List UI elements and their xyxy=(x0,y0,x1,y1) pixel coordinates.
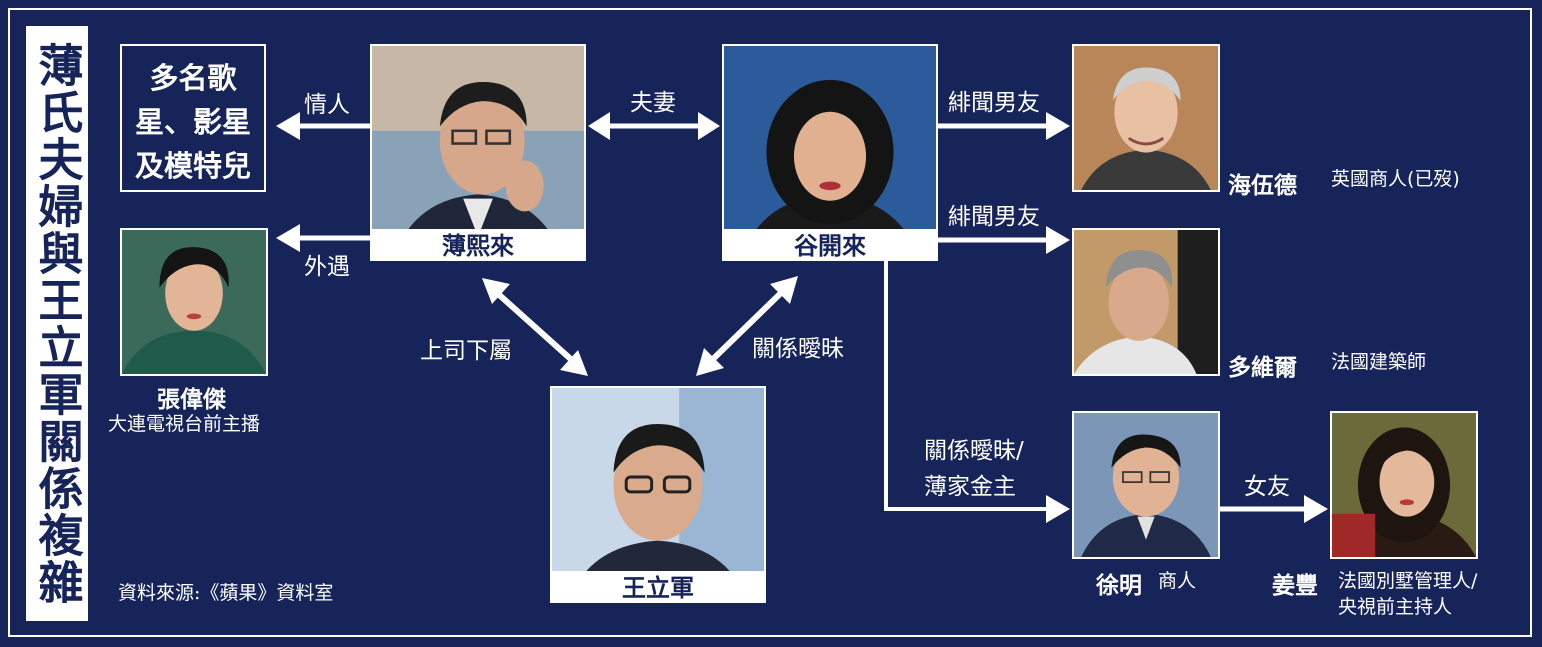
bo-xilai-name-bar: 薄熙來 xyxy=(370,229,586,261)
jiang-feng-name: 姜豐 xyxy=(1272,573,1318,599)
devillers-desc: 法國建築師 xyxy=(1331,351,1427,373)
arrow-patron-line xyxy=(884,260,1050,511)
arrow-spouse-head-left xyxy=(588,112,610,140)
arrow-patron-head xyxy=(1046,495,1070,523)
vertical-title: 薄氏夫婦與王立軍關係複雜 xyxy=(26,26,88,621)
label-ambiguous-patron-line1: 關係曖昧/ xyxy=(924,438,1024,464)
xu-ming-name: 徐明 xyxy=(1096,573,1142,599)
wang-lijun-name: 王立軍 xyxy=(622,574,694,602)
jiang-feng-desc-line1: 法國別墅管理人/ xyxy=(1338,570,1478,592)
heywood-photo xyxy=(1072,44,1220,192)
arrow-ambiguous-head-bottom xyxy=(696,348,724,376)
zhang-weijie-desc: 大連電視台前主播 xyxy=(108,413,261,435)
arrow-girlfriend-head xyxy=(1304,495,1328,523)
label-ambiguous: 關係曖昧 xyxy=(752,336,844,362)
label-girlfriend: 女友 xyxy=(1244,474,1290,500)
arrow-lover-head xyxy=(276,112,300,140)
heywood-desc: 英國商人(已歿) xyxy=(1331,168,1460,190)
arrow-superior-head-top xyxy=(482,278,510,304)
zhang-weijie-photo xyxy=(120,228,268,376)
singers-box-line1: 多名歌 xyxy=(149,61,237,95)
gu-kailai-name: 谷開來 xyxy=(794,232,866,260)
title-text: 薄氏夫婦與王立軍關係複雜 xyxy=(30,41,84,606)
source-credit: 資料來源:《蘋果》資料室 xyxy=(118,582,334,604)
devillers-name: 多維爾 xyxy=(1228,355,1297,381)
arrow-rumored-bf-2-head xyxy=(1046,226,1070,254)
label-rumored-bf-2: 緋聞男友 xyxy=(948,204,1040,230)
label-superior: 上司下屬 xyxy=(420,338,512,364)
arrow-ambiguous-head-top xyxy=(770,276,798,304)
wang-lijun-name-bar: 王立軍 xyxy=(550,571,766,603)
label-spouse: 夫妻 xyxy=(630,90,676,116)
bo-xilai-name: 薄熙來 xyxy=(442,232,514,260)
label-lover: 情人 xyxy=(304,92,350,118)
devillers-photo xyxy=(1072,228,1220,376)
gu-kailai-name-bar: 谷開來 xyxy=(722,229,938,261)
xu-ming-desc: 商人 xyxy=(1158,570,1197,592)
xu-ming-photo xyxy=(1072,411,1220,559)
arrow-spouse-head-right xyxy=(698,112,720,140)
arrow-superior-line xyxy=(493,289,577,365)
singers-actresses-models-box: 多名歌 星、影星 及模特兒 xyxy=(120,44,266,192)
jiang-feng-photo xyxy=(1330,411,1478,559)
zhang-weijie-name: 張偉傑 xyxy=(157,387,226,413)
label-ambiguous-patron-line2: 薄家金主 xyxy=(924,474,1016,500)
diagram-frame xyxy=(8,8,1532,637)
heywood-name: 海伍德 xyxy=(1228,173,1297,199)
arrow-rumored-bf-1-head xyxy=(1046,112,1070,140)
arrow-superior-head-bottom xyxy=(560,350,588,376)
label-rumored-bf-1: 緋聞男友 xyxy=(948,90,1040,116)
wang-lijun-photo xyxy=(550,386,766,602)
singers-box-line2: 星、影星 xyxy=(134,105,251,139)
jiang-feng-desc-line2: 央視前主持人 xyxy=(1338,596,1453,618)
arrow-ambiguous-line xyxy=(707,287,787,365)
arrow-affair-head xyxy=(276,224,300,252)
label-affair: 外遇 xyxy=(304,254,350,280)
singers-box-line3: 及模特兒 xyxy=(134,149,251,183)
